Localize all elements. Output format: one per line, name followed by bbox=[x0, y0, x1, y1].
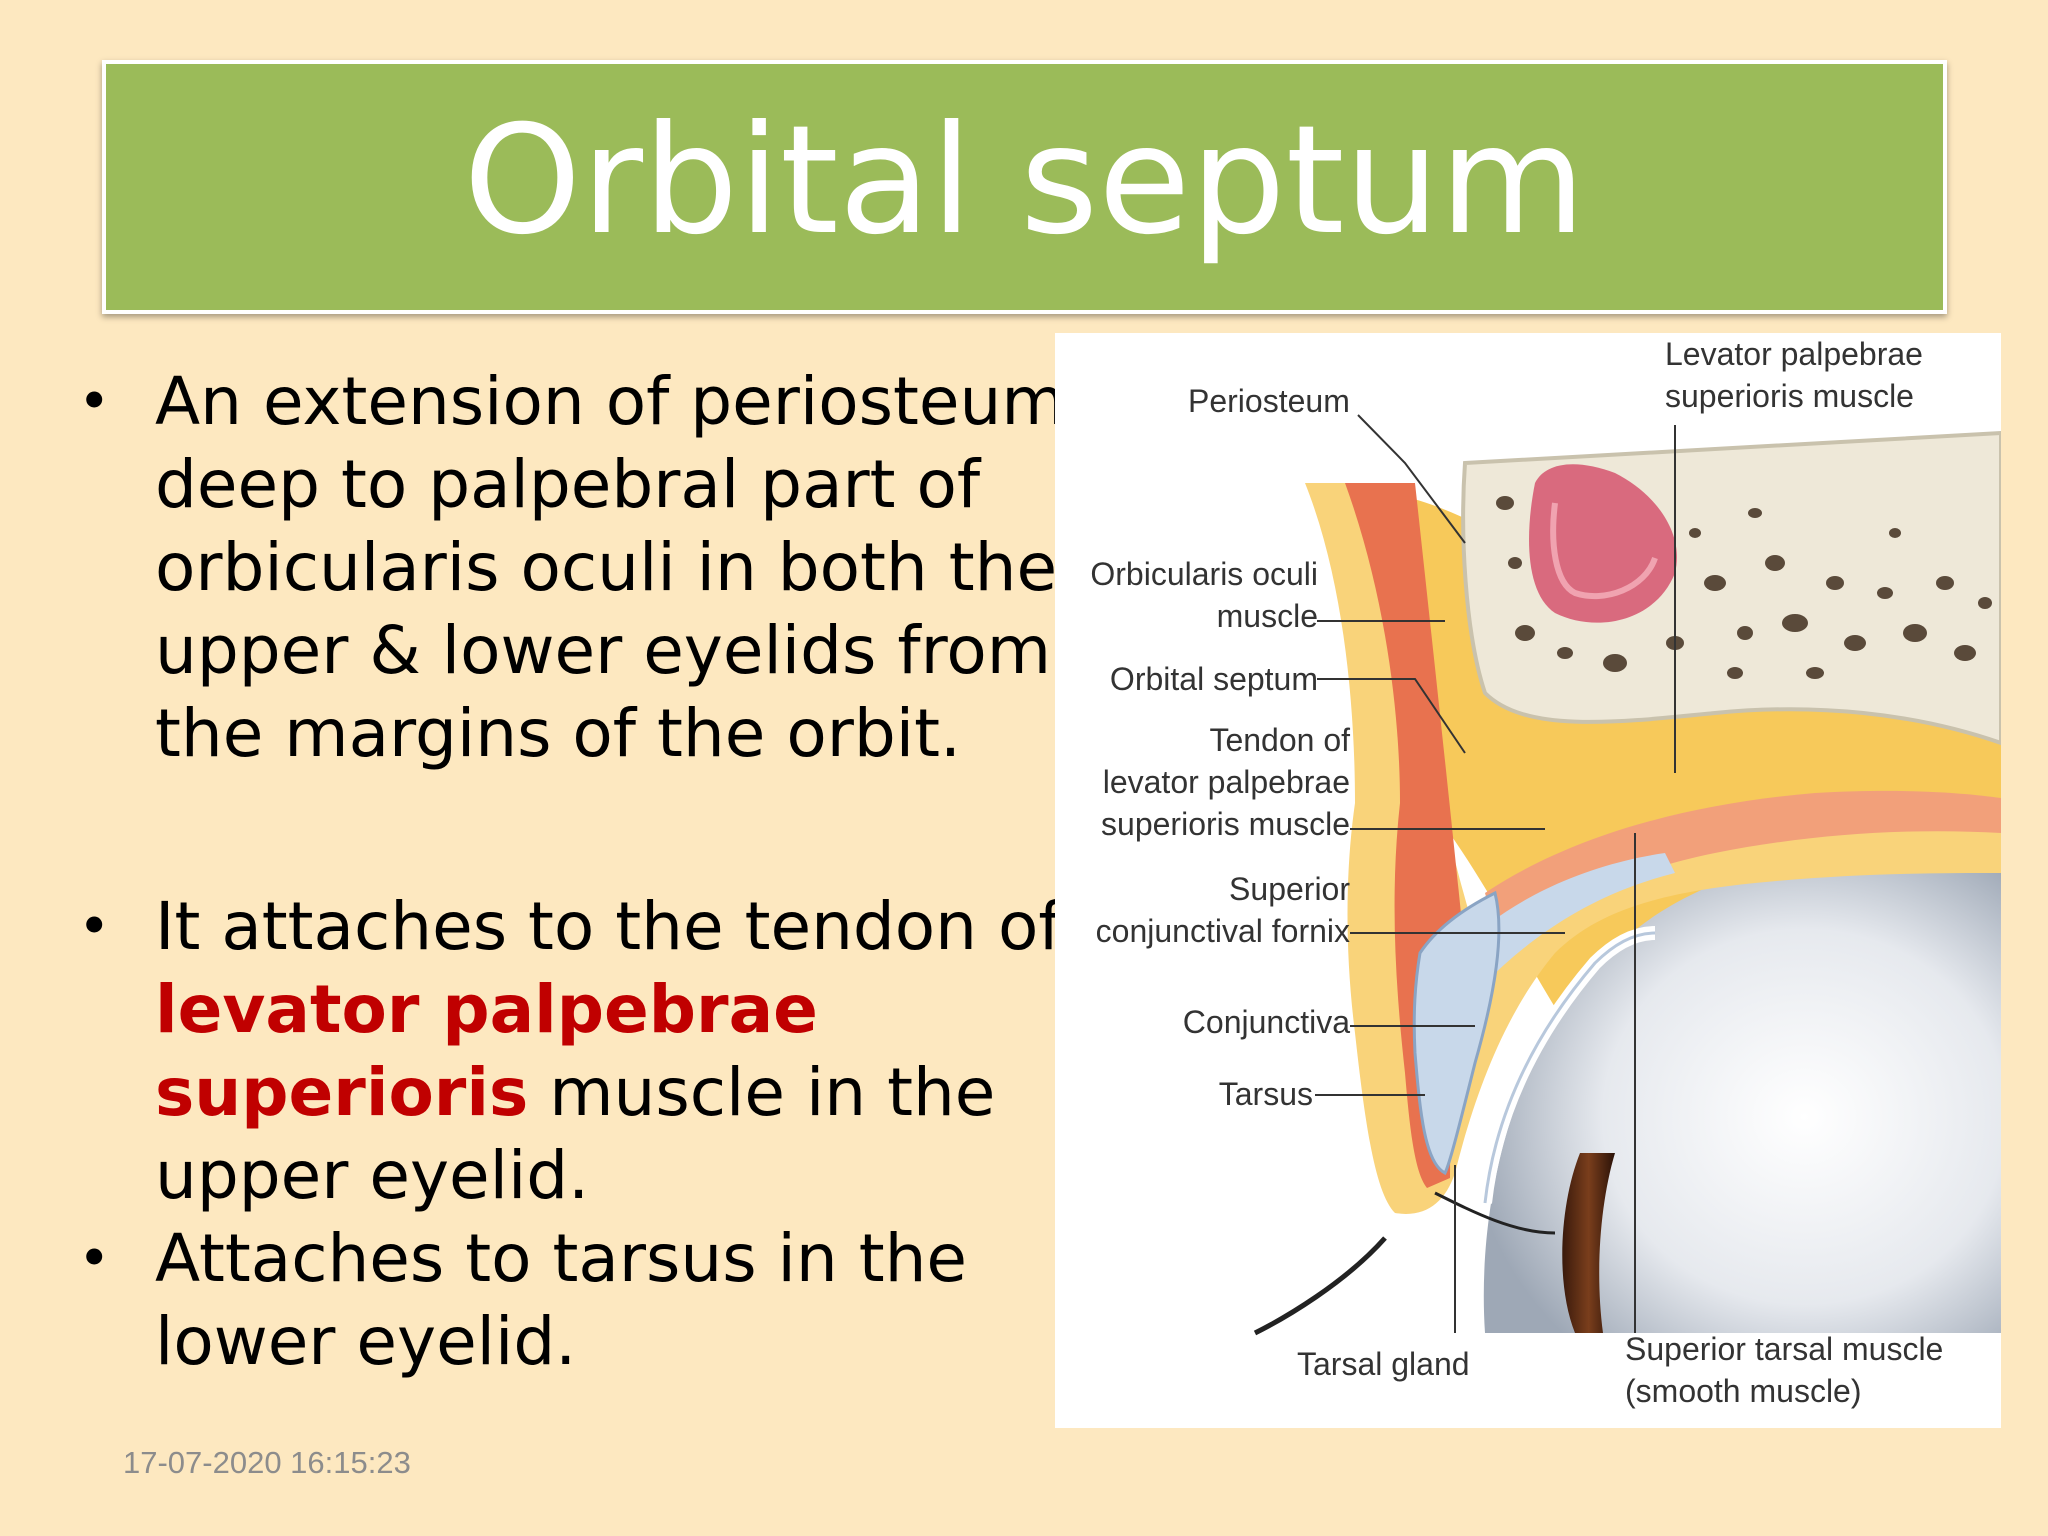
bullet-text-start: It attaches to the tendon of bbox=[155, 888, 1062, 965]
label-levator-muscle: Levator palpebrae superioris muscle bbox=[1665, 336, 1923, 414]
bullet-text: An extension of periosteum deep to palpe… bbox=[155, 363, 1066, 772]
bullet-item: • Attaches to tarsus in the lower eyelid… bbox=[70, 1217, 1070, 1383]
label-tarsus: Tarsus bbox=[1218, 1076, 1313, 1112]
leader-lines bbox=[1315, 414, 1676, 1333]
label-periosteum: Periosteum bbox=[1188, 383, 1350, 419]
label-superior-tarsal-muscle: Superior tarsal muscle (smooth muscle) bbox=[1625, 1331, 1944, 1409]
eyelid-anatomy-illustration bbox=[1253, 414, 2001, 1336]
bullet-text-end: muscle in the upper eyelid. bbox=[155, 1054, 996, 1214]
label-orbital-septum: Orbital septum bbox=[1109, 661, 1318, 697]
slide-title: Orbital septum bbox=[463, 94, 1586, 268]
label-conjunctiva: Conjunctiva bbox=[1182, 1004, 1350, 1040]
title-banner: Orbital septum bbox=[102, 60, 1947, 314]
eyelid-anatomy-figure: Levator palpebrae superioris muscle Peri… bbox=[1055, 333, 2001, 1428]
bullet-dot-icon: • bbox=[78, 1226, 111, 1290]
bullet-item: • An extension of periosteum deep to pal… bbox=[70, 360, 1070, 775]
bone-texture bbox=[1496, 496, 1992, 679]
bullet-dot-icon: • bbox=[78, 894, 111, 958]
label-conjunctival-fornix: Superior conjunctival fornix bbox=[1095, 871, 1350, 949]
label-orbicularis-oculi: Orbicularis oculi muscle bbox=[1090, 556, 1318, 634]
bullet-dot-icon: • bbox=[78, 369, 111, 433]
highlighted-term: levator palpebrae superioris bbox=[155, 971, 818, 1131]
label-levator-tendon: Tendon of levator palpebrae superioris m… bbox=[1101, 722, 1350, 842]
footer-timestamp: 17-07-2020 16:15:23 bbox=[123, 1445, 411, 1480]
label-tarsal-gland: Tarsal gland bbox=[1297, 1346, 1470, 1382]
bullet-item: • It attaches to the tendon of levator p… bbox=[70, 885, 1070, 1217]
bullet-text: Attaches to tarsus in the lower eyelid. bbox=[155, 1220, 968, 1380]
bullet-list: • An extension of periosteum deep to pal… bbox=[70, 360, 1070, 1383]
